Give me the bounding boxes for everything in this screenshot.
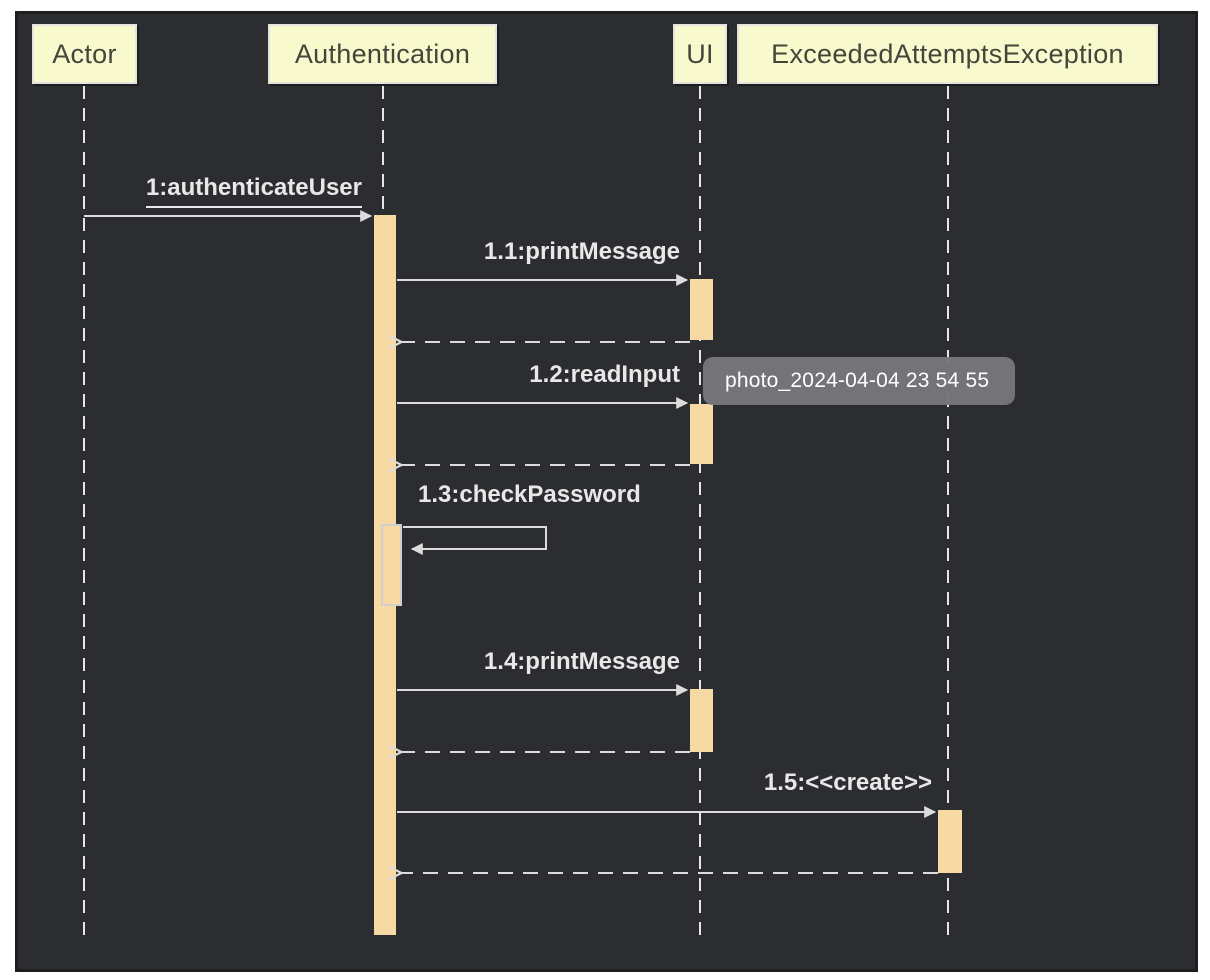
participant-exception-label: ExceededAttemptsException — [771, 38, 1124, 69]
message-label-checkpassword: 1.3:checkPassword — [418, 481, 641, 508]
message-label-create: 1.5:<<create>> — [763, 769, 932, 796]
activation-bar-ui-readinput — [690, 404, 713, 464]
participant-exception: ExceededAttemptsException — [737, 24, 1158, 84]
participant-actor: Actor — [32, 24, 137, 84]
participant-ui: UI — [673, 24, 727, 84]
message-label-authenticateuser: 1:authenticateUser — [84, 174, 362, 208]
message-label-readinput: 1.2:readInput — [529, 361, 680, 388]
activation-bar-ui-printmessage2 — [690, 689, 713, 752]
message-label-printmessage-1: 1.1:printMessage — [483, 238, 680, 265]
participant-authentication: Authentication — [268, 24, 497, 84]
activation-bar-authentication-nested — [381, 524, 402, 606]
participant-authentication-label: Authentication — [294, 38, 471, 69]
activation-bar-exception-create — [938, 810, 962, 873]
participant-ui-label: UI — [686, 38, 714, 69]
participant-actor-label: Actor — [52, 38, 117, 69]
filename-tooltip: photo_2024-04-04 23 54 55 — [703, 357, 1015, 405]
message-label-printmessage-2: 1.4:printMessage — [483, 648, 680, 675]
activation-bar-ui-printmessage1 — [690, 279, 713, 340]
